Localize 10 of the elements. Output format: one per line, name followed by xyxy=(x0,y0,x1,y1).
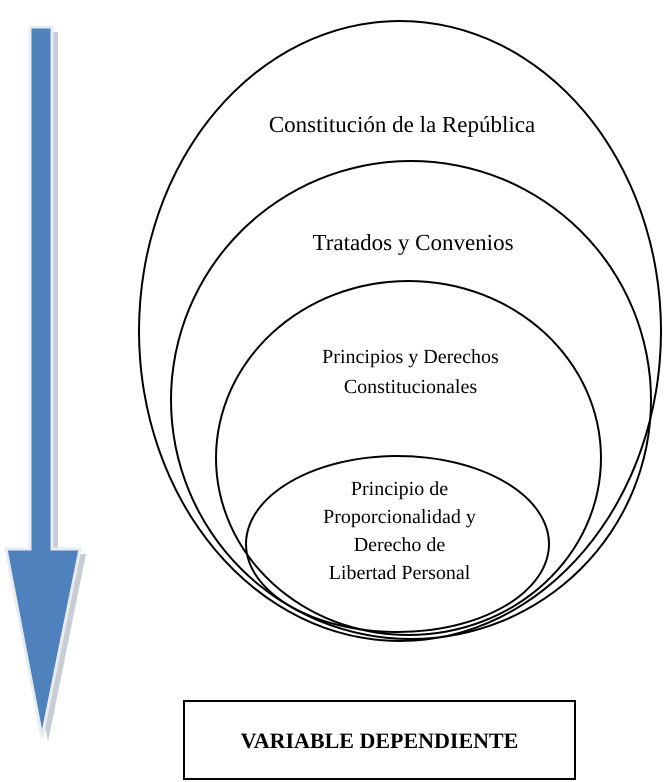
nested-ellipse xyxy=(245,455,550,633)
nested-ellipse xyxy=(215,280,602,636)
nested-ellipse xyxy=(138,20,662,642)
label-box xyxy=(183,700,576,780)
heading-text: VARIABLE DEPENDIENTE xyxy=(240,726,518,754)
nested-ellipse xyxy=(170,160,652,640)
level-text: Principios y Derechos Constitucionales xyxy=(321,345,500,400)
level-text: Constitución de la República xyxy=(268,111,536,139)
level-text: Tratados y Convenios xyxy=(311,229,515,257)
level-text: Principio de Proporcionalidad y Derecho de Libertad Personal xyxy=(322,477,477,586)
